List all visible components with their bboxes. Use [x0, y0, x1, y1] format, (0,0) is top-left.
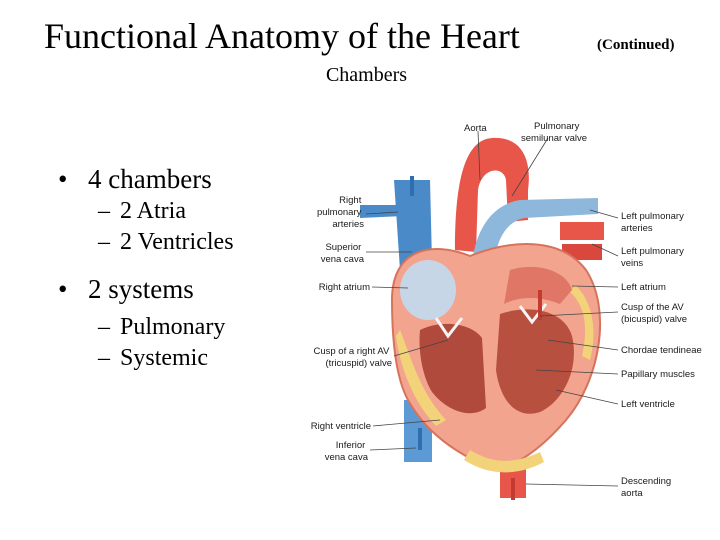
label-inferior-vena-cava: Inferior vena cava — [325, 440, 369, 463]
tricuspid-valve-shape — [434, 317, 464, 339]
left-pulmonary-vein-shape — [560, 222, 604, 240]
label-right-atrium: Right atrium — [319, 282, 370, 293]
fat-shape — [464, 450, 544, 473]
label-aorta: Aorta — [464, 123, 487, 134]
label-pulmonary-semilunar-valve: Pulmonary semilunar valve — [521, 121, 587, 144]
sub-bullet-text: Pulmonary — [120, 314, 226, 340]
label-right-pulmonary-arteries: Right pulmonary arteries — [317, 195, 364, 230]
fat-shape — [570, 285, 594, 360]
label-descending-aorta: Descending aorta — [621, 476, 674, 499]
bullet-dot-icon: • — [58, 274, 68, 304]
label-cusp-right-av-valve: Cusp of a right AV (tricuspid) valve — [313, 346, 392, 369]
label-superior-vena-cava: Superior vena cava — [321, 242, 365, 265]
right-ventricle-chamber-shape — [419, 323, 486, 414]
label-right-ventricle: Right ventricle — [311, 421, 371, 432]
left-ventricle-chamber-shape — [496, 309, 574, 414]
sub-bullet-item: –Systemic — [98, 343, 234, 374]
label-papillary-muscles: Papillary muscles — [621, 369, 695, 380]
slide-title: Functional Anatomy of the Heart — [44, 14, 520, 58]
sub-bullet-item: –2 Atria — [98, 196, 234, 227]
bullet-item: • 2 systems — [58, 272, 234, 306]
right-pulmonary-artery-shape — [360, 205, 404, 218]
bullet-dot-icon: • — [58, 164, 68, 194]
label-left-atrium: Left atrium — [621, 282, 666, 293]
title-continued: (Continued) — [597, 37, 675, 53]
dash-icon: – — [98, 198, 110, 224]
bullet-text: 4 chambers — [88, 164, 212, 194]
label-left-pulmonary-veins: Left pulmonary veins — [621, 246, 686, 269]
dash-icon: – — [98, 229, 110, 255]
bullet-list: •4 chambers –2 Atria –2 Ventricles •2 sy… — [58, 162, 234, 374]
label-left-ventricle: Left ventricle — [621, 399, 675, 410]
label-chordae-tendineae: Chordae tendineae — [621, 345, 702, 356]
fat-shape — [396, 330, 446, 426]
right-atrium-chamber-shape — [400, 260, 456, 320]
aorta-shape — [455, 137, 529, 252]
dash-icon: – — [98, 345, 110, 371]
pulmonary-trunk-shape — [472, 198, 598, 266]
dash-icon: – — [98, 314, 110, 340]
left-atrium-chamber-shape — [504, 266, 572, 304]
sub-bullet-item: –Pulmonary — [98, 312, 234, 343]
sub-bullet-text: 2 Ventricles — [120, 229, 234, 255]
heart-illustration-icon — [360, 137, 604, 500]
bullet-text: 2 systems — [88, 274, 194, 304]
leader-lines — [365, 130, 619, 487]
label-left-pulmonary-arteries: Left pulmonary arteries — [621, 211, 686, 234]
sub-bullet-item: –2 Ventricles — [98, 227, 234, 258]
slide-subtitle: Chambers — [325, 64, 408, 86]
label-cusp-bicuspid-valve: Cusp of the AV (bicuspid) valve — [621, 302, 687, 325]
slide-title-text: Functional Anatomy of the Heart — [44, 16, 520, 56]
sub-bullet-text: 2 Atria — [120, 198, 186, 224]
sub-bullet-text: Systemic — [120, 345, 208, 371]
bullet-item: • 4 chambers — [58, 162, 234, 196]
